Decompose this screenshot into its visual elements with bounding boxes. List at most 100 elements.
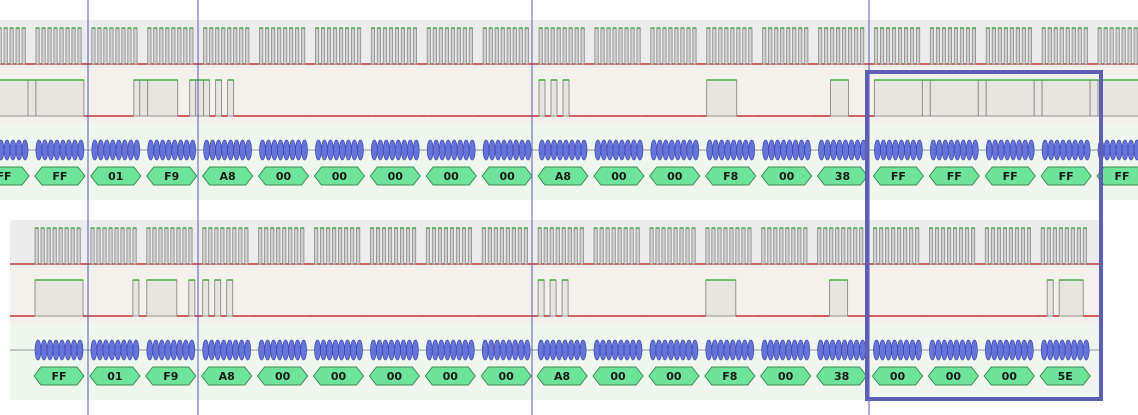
decoded-bit [468,139,476,161]
clock-pulse [886,27,891,65]
decoded-byte[interactable]: F9 [146,166,198,186]
decoded-byte[interactable]: 00 [257,166,310,186]
clock-pulse [965,227,970,265]
decoded-bit [686,139,694,161]
clock-pulse [152,227,157,265]
clock-pulse [505,227,510,265]
decoded-byte[interactable]: 00 [649,166,701,186]
decoded-byte[interactable]: F8 [705,166,757,186]
clock-pulse [21,27,26,65]
decoded-byte[interactable]: F8 [704,366,756,386]
decoded-byte[interactable]: A8 [201,366,253,386]
clock-pulse [462,27,467,65]
decoded-bit [574,139,582,161]
decoded-byte[interactable]: 01 [89,366,141,386]
decoded-bit [965,339,972,361]
clock-pulse [220,227,225,265]
clock-pulse [556,27,561,65]
data-high-pulse [203,79,211,117]
decoded-byte[interactable]: A8 [201,166,254,186]
decoded-bit [35,139,43,161]
decoded-byte[interactable]: FF [33,366,85,386]
clock-pulse [824,27,829,65]
decoded-bit [356,339,363,361]
clock-pulse [114,227,119,265]
decoded-bit [523,339,531,361]
decoded-byte[interactable]: 00 [983,366,1035,386]
clock-pulse [91,27,96,65]
decoded-byte[interactable]: F9 [145,366,197,386]
decoded-bit [567,339,575,361]
decoded-bit [40,339,48,361]
byte-label-shape [33,366,85,386]
decoded-byte[interactable]: 00 [760,366,812,386]
decoded-bit [444,139,452,161]
decoded-bit [904,139,911,161]
clock-pulse [538,27,543,65]
decoded-byte[interactable]: 00 [369,166,421,186]
clock-pulse [96,227,101,265]
decoded-bit [321,139,328,161]
decoded-byte[interactable]: 00 [312,366,365,386]
decoded-bit [848,139,855,161]
decoded-byte[interactable]: 00 [927,366,980,386]
decoded-byte[interactable]: 00 [313,166,366,186]
clock-pulse [301,27,306,65]
decoded-byte[interactable]: 00 [368,366,421,386]
decoded-byte[interactable]: 5E [1039,366,1091,386]
clock-pulse [1040,227,1045,265]
decoded-byte[interactable]: FF [34,166,86,186]
clock-pulse [549,227,554,265]
decoded-byte[interactable]: 38 [815,366,868,386]
decoded-bit [705,339,713,361]
decoded-bit [873,339,880,361]
decoded-byte[interactable]: A8 [537,166,589,186]
clock-pulse [3,27,8,65]
decoded-byte[interactable]: 00 [592,366,644,386]
decoded-byte[interactable]: 00 [648,366,700,386]
clock-pulse [953,27,958,65]
decoded-bit [1058,339,1066,361]
decoded-byte[interactable]: 00 [871,366,924,386]
decoded-byte[interactable]: FF [984,166,1036,186]
decoded-byte[interactable]: 00 [481,166,533,186]
clock-pulse [109,27,114,65]
decoded-byte[interactable]: FF [928,166,980,186]
decoded-bit [461,339,469,361]
decoded-byte[interactable]: A8 [536,366,588,386]
decoded-byte[interactable]: FF [0,166,30,186]
decoded-bit [300,339,307,361]
clock-pulse [636,27,641,65]
decoded-bit [798,139,805,161]
byte-value: 01 [107,370,122,383]
decoded-bit [15,139,23,161]
clock-pulse [667,227,672,265]
decoded-byte[interactable]: 00 [256,366,309,386]
clock-pulse [762,27,767,65]
decoded-bit [593,339,601,361]
decoded-byte[interactable]: 00 [425,166,477,186]
decoded-byte[interactable]: 38 [816,166,869,186]
decoded-byte[interactable]: 00 [760,166,813,186]
clock-pulse [544,27,549,65]
data-high-pulse [1046,279,1054,317]
decoded-byte[interactable]: 00 [480,366,532,386]
decoded-bit [1065,139,1073,161]
byte-label-shape [536,366,588,386]
decoded-byte[interactable]: FF [1096,166,1138,186]
clock-pulse [202,227,207,265]
decoded-bit [21,139,29,161]
data-high-pulse [830,79,849,117]
decoded-byte[interactable]: 00 [593,166,645,186]
decoded-bit [537,339,545,361]
decoded-byte[interactable]: FF [872,166,925,186]
decoded-bit [455,339,463,361]
decoded-bit [909,339,916,361]
decoded-byte[interactable]: 00 [424,366,476,386]
clock-pulse [935,227,940,265]
decoded-byte[interactable]: 01 [90,166,142,186]
decoded-byte[interactable]: FF [1040,166,1092,186]
decoded-bit [786,139,793,161]
